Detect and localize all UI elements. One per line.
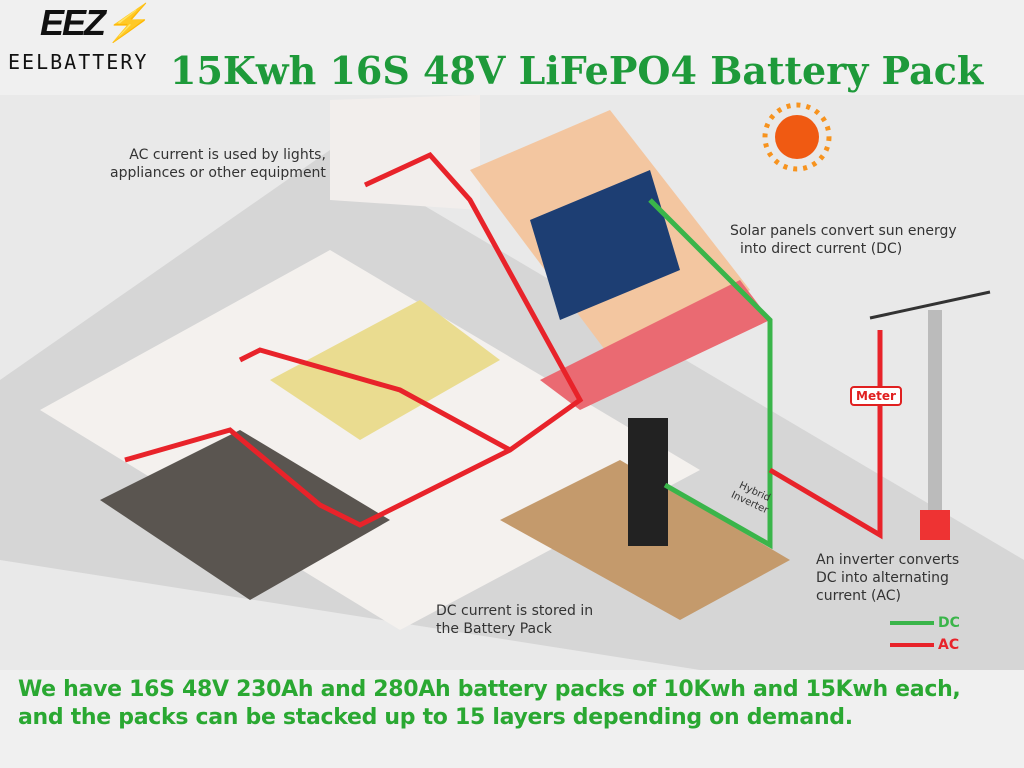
brand-name: EELBATTERY — [8, 50, 149, 74]
sun-icon — [775, 115, 819, 159]
legend-dc: DC — [890, 612, 960, 634]
legend: DC AC — [890, 612, 960, 656]
footer-text: We have 16S 48V 230Ah and 280Ah battery … — [18, 677, 961, 730]
legend-ac: AC — [890, 634, 960, 656]
meter-label: Meter — [850, 386, 902, 406]
utility-pole — [928, 310, 942, 520]
solar-panel — [530, 170, 680, 320]
brand-logo-mark: EEZ⚡ — [40, 2, 149, 43]
battery-pack — [628, 418, 668, 546]
ac-use-note: AC current is used by lights,appliances … — [110, 147, 326, 181]
page-title: 15Kwh 16S 48V LiFePO4 Battery Pack — [170, 48, 984, 93]
